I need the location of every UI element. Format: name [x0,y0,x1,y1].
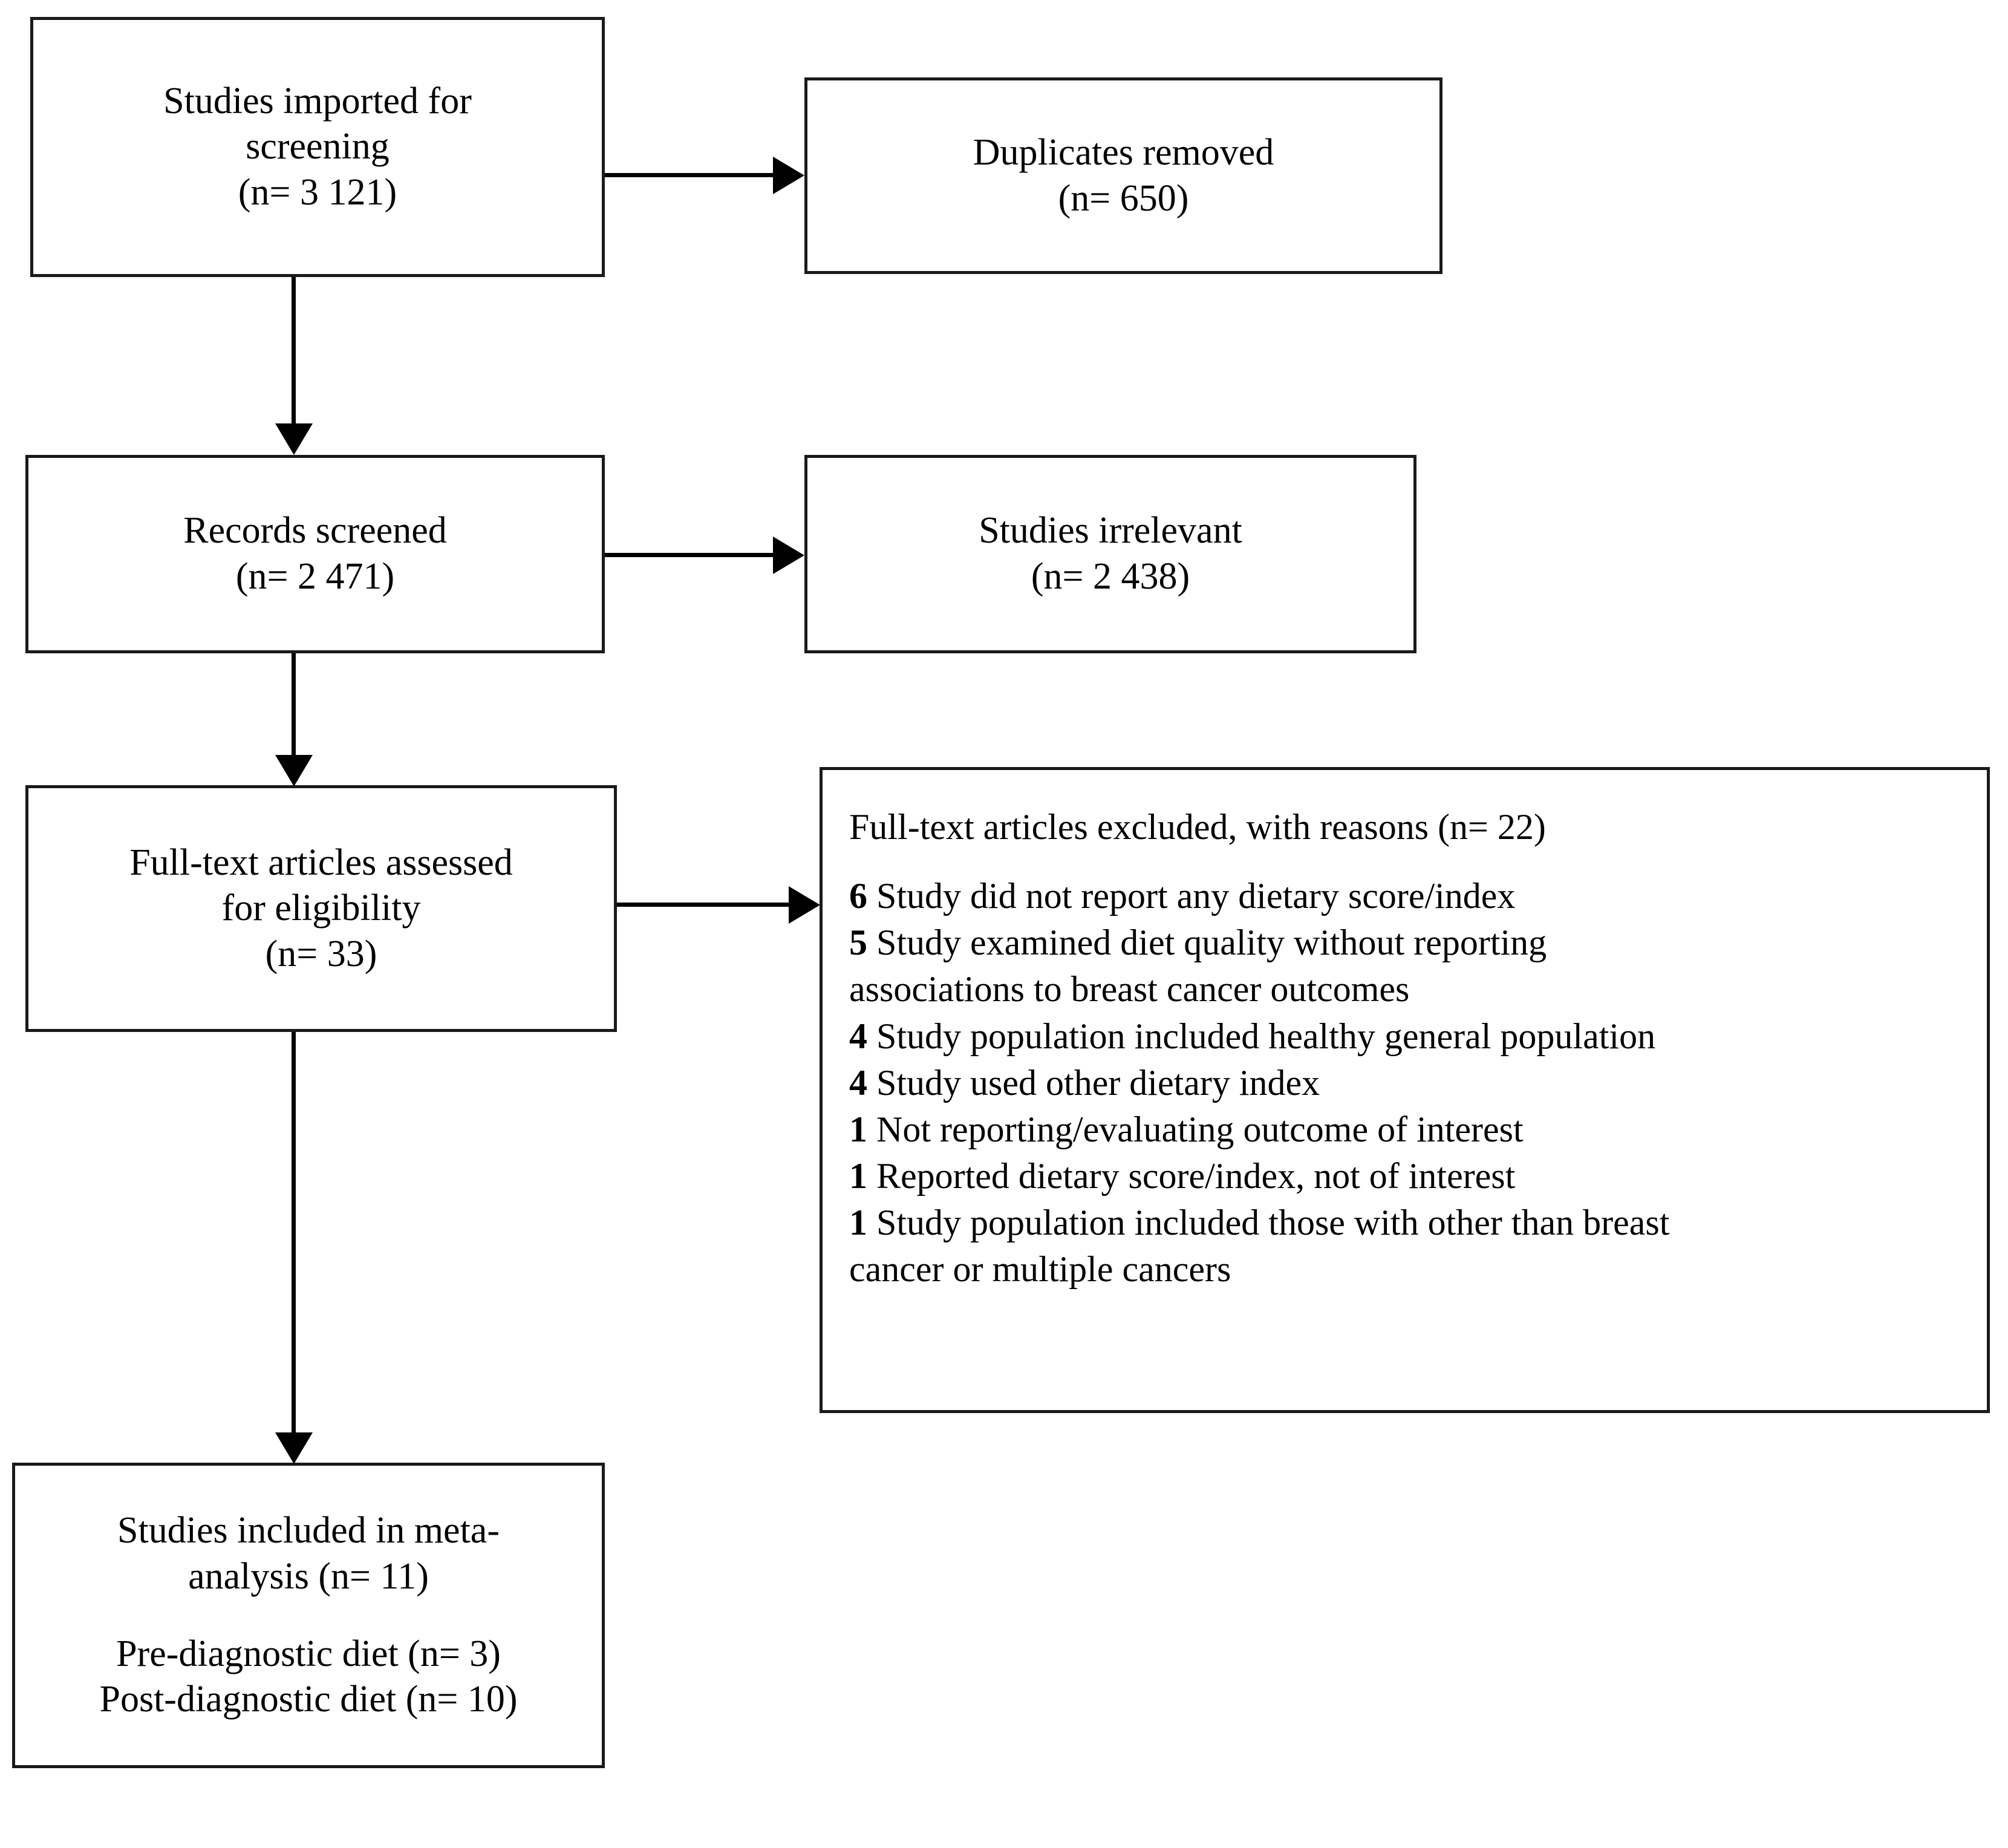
excluded-reason: 4 Study used other dietary index [849,1060,1987,1106]
node-line: Studies imported for [163,80,472,122]
node-line: for eligibility [221,887,421,929]
node-studies-irrelevant: Studies irrelevant (n= 2 438) [804,455,1416,653]
excluded-reason-count: 1 [849,1202,867,1242]
excluded-reason-count: 1 [849,1155,867,1196]
excluded-reason: 4 Study population included healthy gene… [849,1013,1987,1060]
excluded-reason-count: 1 [849,1109,867,1149]
arrow-head-right-icon [773,157,804,194]
excluded-reason-count: 5 [849,922,867,963]
node-fulltext-excluded: Full-text articles excluded, with reason… [820,767,1990,1413]
excluded-reason: cancer or multiple cancers [849,1246,1987,1293]
arrow-shaft [605,173,775,177]
excluded-reason: 1 Not reporting/evaluating outcome of in… [849,1106,1987,1153]
arrow-head-down-icon [275,423,313,455]
excluded-reason-text: cancer or multiple cancers [849,1249,1231,1290]
arrow-shaft [617,903,791,907]
arrow-head-right-icon [789,886,820,924]
node-studies-imported: Studies imported for screening (n= 3 121… [30,17,605,277]
excluded-reason-text: Study used other dietary index [867,1062,1320,1103]
excluded-reason: 1 Study population included those with o… [849,1200,1987,1246]
node-records-screened: Records screened (n= 2 471) [25,455,605,653]
node-line: (n= 33) [265,933,377,975]
node-line: (n= 650) [1058,177,1189,219]
node-studies-included: Studies included in meta- analysis (n= 1… [12,1463,605,1768]
excluded-reason: 5 Study examined diet quality without re… [849,919,1987,966]
arrow-shaft [292,1032,296,1434]
node-duplicates-removed: Duplicates removed (n= 650) [804,77,1442,274]
excluded-reason-text: Reported dietary score/index, not of int… [867,1155,1516,1196]
node-fulltext-assessed: Full-text articles assessed for eligibil… [25,785,617,1032]
node-line: (n= 2 438) [1031,556,1190,597]
excluded-reason-count: 6 [849,876,867,916]
node-line: (n= 3 121) [238,171,397,213]
excluded-reason-count: 4 [849,1016,867,1056]
excluded-reason-text: Study did not report any dietary score/i… [867,876,1516,916]
excluded-reason-text: Study population included those with oth… [867,1202,1670,1242]
excluded-reason: associations to breast cancer outcomes [849,966,1987,1013]
excluded-reason-text: Not reporting/evaluating outcome of inte… [867,1109,1524,1149]
arrow-shaft [292,653,296,756]
node-line: Full-text articles assessed [129,841,513,883]
node-line: analysis (n= 11) [188,1555,429,1597]
node-line: Pre-diagnostic diet (n= 3) [116,1633,501,1674]
node-line: Duplicates removed [973,131,1274,173]
excluded-reason-text: Study population included healthy genera… [867,1016,1656,1056]
node-line: Studies included in meta- [117,1509,500,1551]
arrow-head-right-icon [773,537,804,574]
node-line: (n= 2 471) [235,556,395,597]
node-line: Records screened [183,510,447,552]
excluded-reason: 6 Study did not report any dietary score… [849,873,1987,919]
excluded-reason-text: associations to breast cancer outcomes [849,969,1410,1010]
excluded-spacer [849,851,1987,873]
excluded-reason-text: Study examined diet quality without repo… [867,922,1547,963]
excluded-reason: 1 Reported dietary score/index, not of i… [849,1153,1987,1200]
excluded-title: Full-text articles excluded, with reason… [849,807,1546,847]
arrow-head-down-icon [275,755,313,786]
node-line: Studies irrelevant [979,510,1242,552]
node-line: Post-diagnostic diet (n= 10) [99,1679,518,1720]
excluded-reason-count: 4 [849,1062,867,1103]
arrow-head-down-icon [275,1432,313,1464]
node-line: screening [246,126,390,168]
arrow-shaft [292,277,296,425]
arrow-shaft [605,553,775,557]
